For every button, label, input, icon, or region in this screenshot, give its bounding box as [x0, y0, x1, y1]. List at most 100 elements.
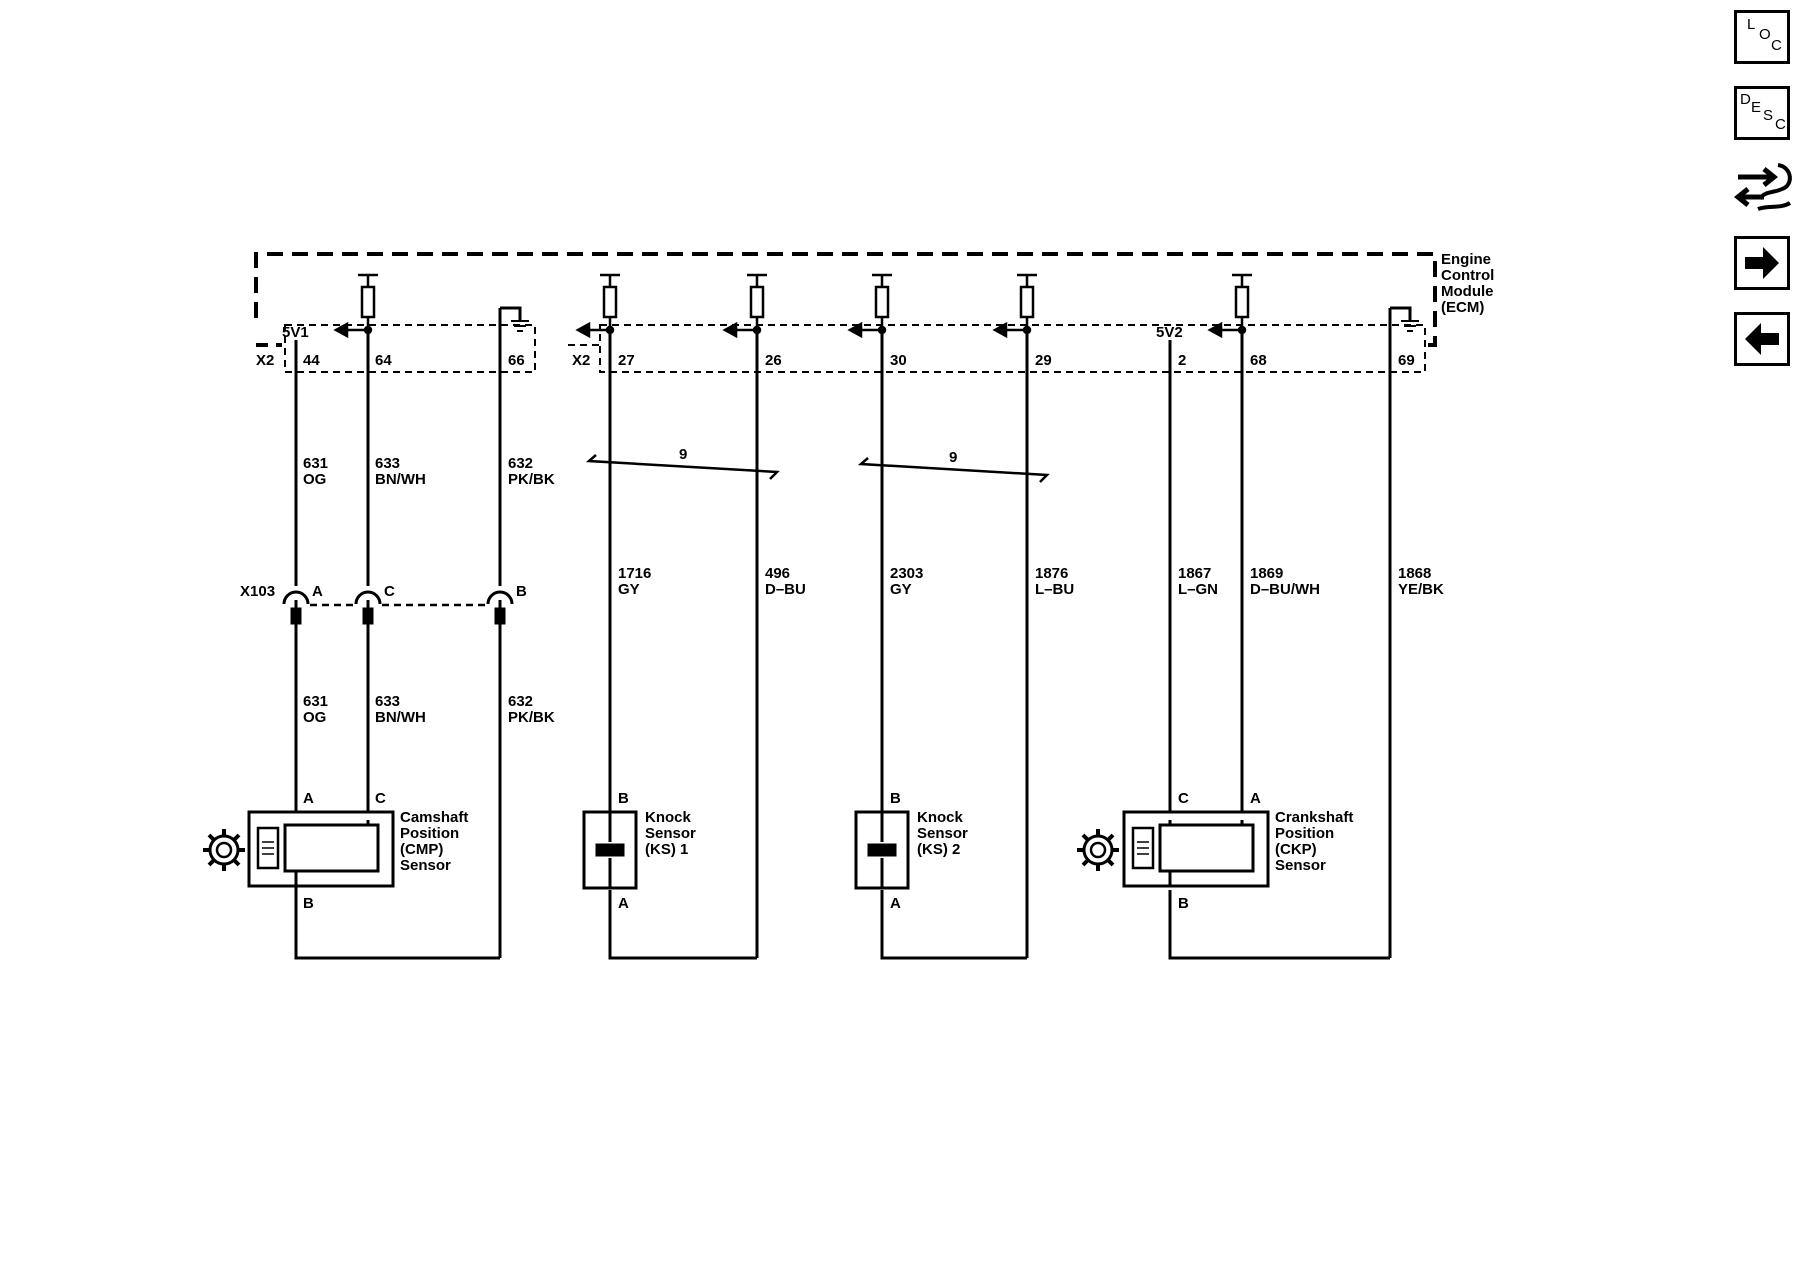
voltage-label: 5V2: [1156, 324, 1183, 341]
cavity-label: C: [384, 583, 395, 600]
ecm-title-line: Engine: [1441, 251, 1491, 268]
wires: [294, 306, 1412, 960]
x103-connector: [282, 590, 514, 625]
twist-label: 9: [679, 446, 687, 463]
ground-lead-66: [500, 306, 522, 320]
circuit-number: 632: [508, 455, 533, 472]
description-button[interactable]: D E S C: [1734, 86, 1790, 140]
sensor-pin: B: [618, 790, 629, 807]
ecm-title-line: (ECM): [1441, 299, 1484, 316]
pin-number: 69: [1398, 352, 1415, 369]
inline-connector-name: X103: [240, 583, 275, 600]
wire-color: PK/BK: [508, 471, 555, 488]
next-page-button[interactable]: [1734, 236, 1790, 290]
ground-icon: [1401, 320, 1419, 332]
pullup-68: [1207, 273, 1252, 339]
wire-color: L–GN: [1178, 581, 1218, 598]
sensor-pin: A: [1250, 790, 1261, 807]
cmp-sensor-symbol: [247, 810, 395, 888]
sensor-pin: A: [618, 895, 629, 912]
twist-ks2: [857, 457, 1050, 483]
loc-letter: L: [1747, 16, 1756, 33]
pin-number: 29: [1035, 352, 1052, 369]
sensor-name-line: Knock: [645, 809, 692, 826]
pullup-64: [333, 273, 378, 339]
ecm-boundary: [254, 252, 1437, 347]
gear-icon: [203, 829, 245, 871]
ks1-sensor-symbol: [582, 810, 638, 890]
wire-color: OG: [303, 471, 326, 488]
circuit-number: 1869: [1250, 565, 1283, 582]
wire-color: BN/WH: [375, 709, 426, 726]
wire-color: GY: [618, 581, 640, 598]
wire-color: GY: [890, 581, 912, 598]
loc-letter: O: [1759, 26, 1771, 43]
x2-connector-body-1: [284, 324, 536, 373]
pullup-27: [575, 273, 620, 339]
twist-label: 9: [949, 449, 957, 466]
circuit-number: 1868: [1398, 565, 1431, 582]
circuit-number: 1716: [618, 565, 651, 582]
return-ks2: [880, 890, 1027, 960]
twisted-pair-marks: [585, 454, 1050, 483]
pin-number: 26: [765, 352, 782, 369]
location-button[interactable]: L O C: [1734, 10, 1790, 64]
sensor-name-line: (KS) 2: [917, 841, 960, 858]
circuit-number: 633: [375, 455, 400, 472]
ground-lead-69: [1390, 306, 1412, 320]
sensor-name-line: Knock: [917, 809, 964, 826]
sensor-name-line: Position: [1275, 825, 1334, 842]
sensor-pin: B: [303, 895, 314, 912]
x2-connector-body-2: [599, 324, 1426, 373]
sensor-name-line: Sensor: [400, 857, 451, 874]
circuit-number: 2303: [890, 565, 923, 582]
wire-color: OG: [303, 709, 326, 726]
desc-letter: D: [1740, 91, 1751, 108]
pin-number: 44: [303, 352, 320, 369]
loc-letter: C: [1771, 37, 1782, 54]
arrow-left-icon: [1745, 323, 1779, 355]
pin-number: 2: [1178, 352, 1186, 369]
circuit-number: 632: [508, 693, 533, 710]
sensor-pin: C: [375, 790, 386, 807]
sensor-pin: A: [890, 895, 901, 912]
sensor-pin: B: [1178, 895, 1189, 912]
wire-color: PK/BK: [508, 709, 555, 726]
sensor-name-line: (CKP): [1275, 841, 1317, 858]
connector-label: X2: [572, 352, 590, 369]
desc-letter: C: [1775, 116, 1786, 133]
wire-color: L–BU: [1035, 581, 1074, 598]
cavity-label: B: [516, 583, 527, 600]
pin-number: 66: [508, 352, 525, 369]
sensor-pin: C: [1178, 790, 1189, 807]
circuit-number: 496: [765, 565, 790, 582]
voltage-label: 5V1: [282, 324, 309, 341]
sensor-name-line: (CMP): [400, 841, 443, 858]
previous-page-button[interactable]: [1734, 312, 1790, 366]
ground-icon: [511, 320, 529, 332]
return-ks1: [608, 890, 757, 960]
pin-number: 64: [375, 352, 392, 369]
circuit-number: 1867: [1178, 565, 1211, 582]
return-cmp: [294, 955, 500, 960]
pin-number: 68: [1250, 352, 1267, 369]
wire-color: D–BU/WH: [1250, 581, 1320, 598]
wire-color: BN/WH: [375, 471, 426, 488]
ecm-internal-circuits: [333, 273, 1252, 339]
pin-number: 30: [890, 352, 907, 369]
sensor-name-line: Crankshaft: [1275, 809, 1353, 826]
pullup-29: [992, 273, 1037, 339]
sensor-name-line: Sensor: [645, 825, 696, 842]
twist-ks1: [585, 454, 780, 480]
sensor-name-line: Sensor: [917, 825, 968, 842]
gear-icon: [1077, 829, 1119, 871]
ks2-sensor-symbol: [854, 810, 910, 890]
desc-letter: E: [1751, 99, 1762, 116]
sensor-name-line: Camshaft: [400, 809, 468, 826]
circuit-number: 1876: [1035, 565, 1068, 582]
ckp-sensor-symbol: [1122, 810, 1270, 888]
sensor-pin: B: [890, 790, 901, 807]
connector-tool-icon[interactable]: [1733, 155, 1794, 221]
circuit-number: 631: [303, 693, 328, 710]
